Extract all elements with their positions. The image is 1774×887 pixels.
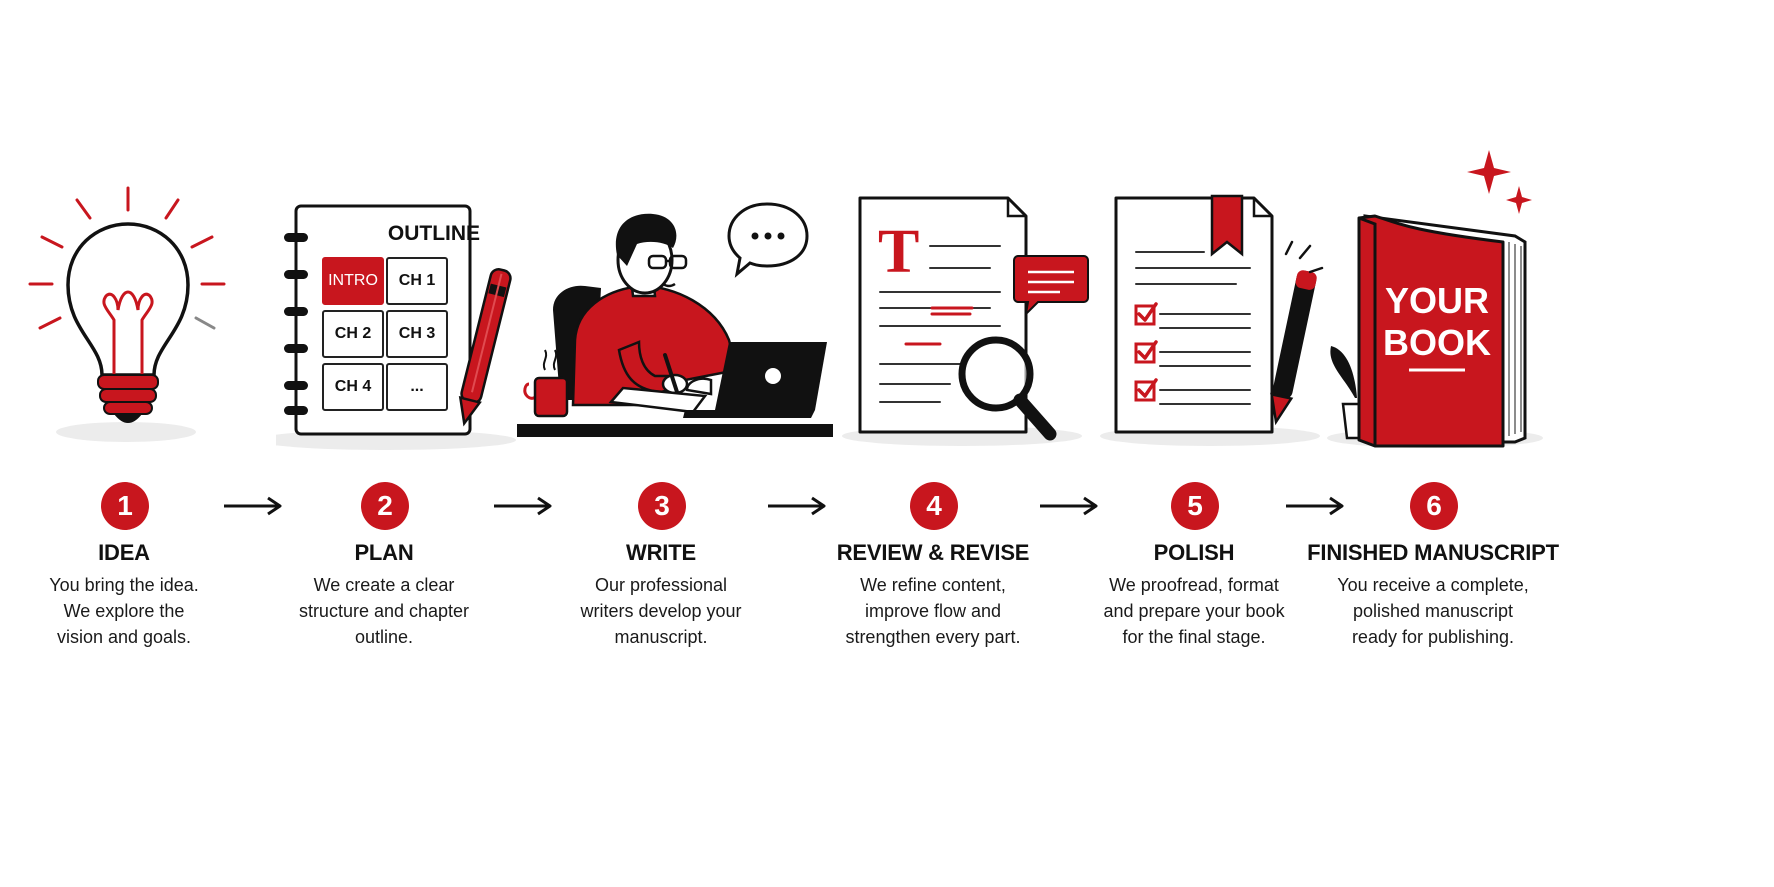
book-title-line2: BOOK (1383, 322, 1491, 363)
pen-icon (1270, 270, 1317, 426)
outline-box-ch4: CH 4 (322, 363, 384, 411)
step-5-title: POLISH (1153, 540, 1235, 565)
arrow-right-icon (1040, 496, 1098, 516)
arrow-right-icon (768, 496, 826, 516)
comment-icon (1013, 255, 1089, 317)
lightbulb-icon (28, 186, 226, 442)
checkbox-icon (1134, 302, 1158, 402)
step-1-title: IDEA (98, 540, 150, 565)
book-title: YOUR BOOK (1372, 280, 1502, 364)
step-4-title: REVIEW & REVISE (836, 540, 1030, 565)
arrow-right-icon (494, 496, 552, 516)
checklist-document-icon (1100, 194, 1324, 446)
arrow-right-icon (224, 496, 282, 516)
outline-box-ch2: CH 2 (322, 310, 384, 358)
document-letter: T (878, 218, 920, 286)
outline-title: OUTLINE (387, 222, 481, 245)
step-6-description: You receive a complete,polished manuscri… (1337, 575, 1529, 647)
step-3-number: 3 (638, 482, 686, 530)
step-1-number: 1 (101, 482, 149, 530)
magnifier-icon (958, 336, 1057, 441)
sparkle-icon (1467, 150, 1532, 214)
bookmark-icon (1210, 194, 1244, 257)
book-icon (1327, 150, 1543, 448)
outline-box-intro: INTRO (322, 257, 384, 305)
step-2-number: 2 (361, 482, 409, 530)
step-6-number: 6 (1410, 482, 1458, 530)
step-2-title: PLAN (354, 540, 414, 565)
step-4-number: 4 (910, 482, 958, 530)
document-icon (842, 196, 1089, 446)
step-6-title: FINISHED MANUSCRIPT (1307, 540, 1559, 565)
arrow-right-icon (1286, 496, 1344, 516)
coffee-mug-icon (523, 349, 569, 418)
speech-bubble-icon (727, 202, 809, 278)
outline-box-ch1: CH 1 (386, 257, 448, 305)
step-3-title: WRITE (626, 540, 696, 565)
outline-box-ch3: CH 3 (386, 310, 448, 358)
book-title-line1: YOUR (1384, 280, 1489, 321)
pen-icon (458, 268, 512, 427)
outline-box-more: ... (386, 363, 448, 411)
step-5-number: 5 (1171, 482, 1219, 530)
writer-at-laptop-icon (517, 202, 833, 437)
